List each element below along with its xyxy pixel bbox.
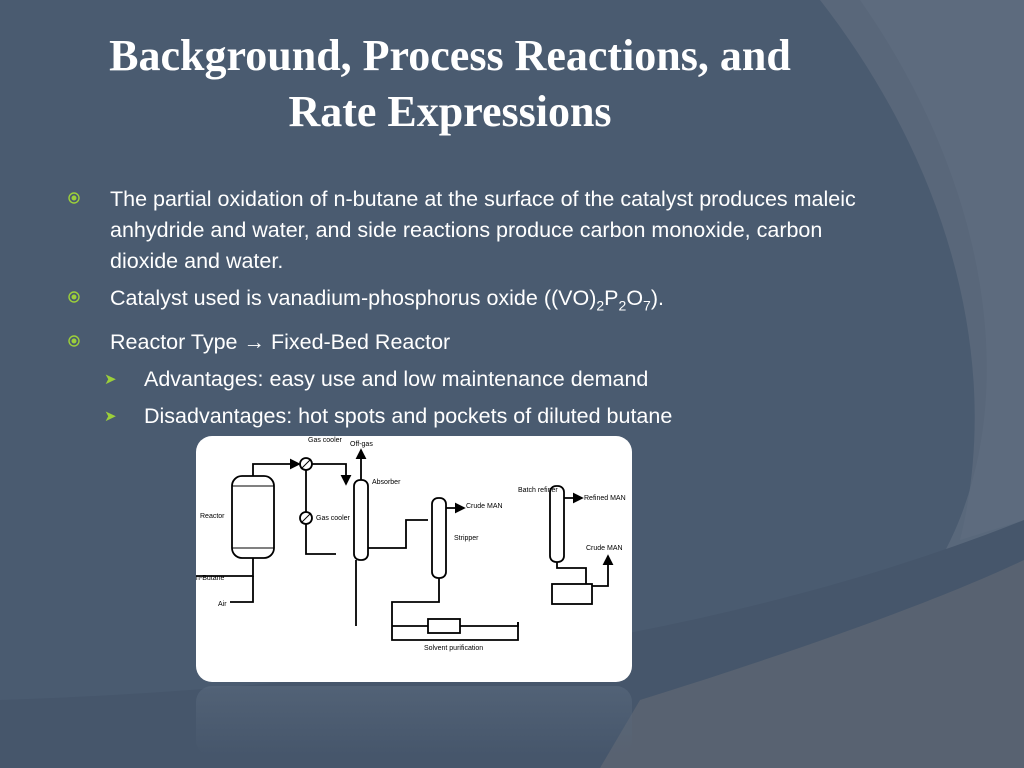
label-gas-cooler-1: Gas cooler (308, 437, 343, 444)
catalyst-text: ). (650, 286, 664, 310)
diagram-reflection (196, 686, 632, 756)
label-batch-refiner: Batch refiner (518, 487, 558, 494)
sub-bullet-item: ➤ Advantages: easy use and low maintenan… (60, 364, 880, 395)
refiner-vessel (551, 583, 593, 605)
label-crude-man-1: Crude MAN (466, 503, 503, 510)
label-stripper: Stripper (454, 535, 479, 542)
label-air: Air (218, 601, 227, 608)
subscript: 2 (618, 297, 627, 314)
bullet-list: The partial oxidation of n-butane at the… (60, 184, 880, 438)
catalyst-text: O (626, 286, 644, 310)
bullet-text: Reactor Type → Fixed-Bed Reactor (110, 330, 450, 354)
bullet-text: The partial oxidation of n-butane at the… (110, 187, 856, 273)
bullet-text: Catalyst used is vanadium-phosphorus oxi… (110, 286, 664, 314)
bullet-item: Catalyst used is vanadium-phosphorus oxi… (60, 283, 880, 321)
title-line-1: Background, Process Reactions, and (109, 31, 791, 80)
subscript: 7 (643, 297, 651, 314)
process-flow-svg: Gas cooler Gas cooler Reactor n-Butane A… (196, 437, 626, 652)
bullet-item: Reactor Type → Fixed-Bed Reactor (60, 327, 880, 358)
diagram-labels: Gas cooler Gas cooler Reactor n-Butane A… (196, 437, 626, 652)
slide-title: Background, Process Reactions, and Rate … (40, 28, 860, 140)
process-flow-diagram: Gas cooler Gas cooler Reactor n-Butane A… (196, 436, 632, 682)
catalyst-text: Catalyst used is vanadium-phosphorus oxi… (110, 286, 597, 310)
absorber-column (353, 479, 369, 561)
reactor-type-label: Reactor Type (110, 330, 238, 355)
circle-dot-icon (68, 291, 80, 303)
catalyst-text: P (604, 286, 619, 310)
label-gas-cooler-2: Gas cooler (316, 515, 351, 522)
reactor-type-value: Fixed-Bed Reactor (270, 330, 451, 355)
reactor-vessel (231, 475, 275, 559)
arrowhead-icon: ➤ (104, 408, 117, 426)
arrowhead-icon: ➤ (104, 371, 117, 389)
circle-dot-icon (68, 335, 80, 347)
bullet-item: The partial oxidation of n-butane at the… (60, 184, 880, 277)
label-n-butane: n-Butane (196, 575, 225, 582)
sub-bullet-item: ➤ Disadvantages: hot spots and pockets o… (60, 401, 880, 432)
label-off-gas: Off-gas (350, 441, 373, 448)
sub-bullet-text: Disadvantages: hot spots and pockets of … (144, 404, 673, 429)
sub-bullet-text: Advantages: easy use and low maintenance… (144, 367, 649, 392)
label-refined-man: Refined MAN (584, 495, 626, 502)
right-arrow-icon: → (243, 330, 265, 355)
label-solvent-purification: Solvent purification (424, 645, 483, 652)
solvent-purification-unit (427, 618, 461, 634)
subscript: 2 (596, 297, 605, 314)
label-reactor: Reactor (200, 513, 225, 520)
circle-dot-icon (68, 192, 80, 204)
title-line-2: Rate Expressions (288, 87, 612, 136)
label-absorber: Absorber (372, 479, 401, 486)
batch-refiner-column (549, 485, 565, 563)
stripper-column (431, 497, 447, 579)
label-crude-man-2: Crude MAN (586, 545, 623, 552)
